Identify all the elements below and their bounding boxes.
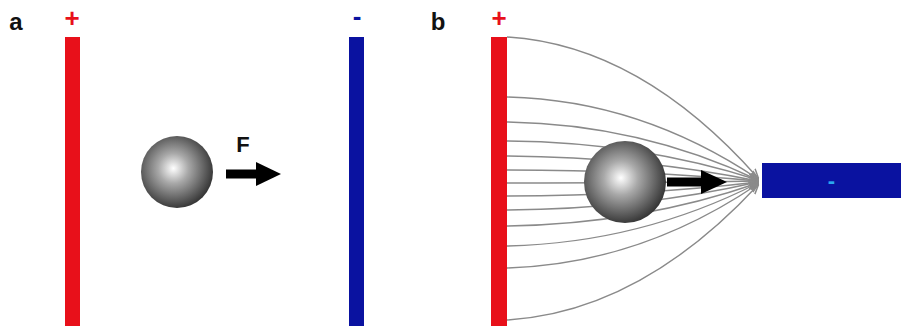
negative-electrode: - (762, 163, 901, 198)
panel-letter: b (431, 10, 446, 34)
charge-sign: + (491, 5, 506, 31)
force-label: F (236, 134, 249, 156)
force-arrow (226, 170, 260, 179)
positive-plate (65, 37, 80, 326)
charge-sign: - (828, 170, 835, 192)
force-arrowhead (701, 170, 727, 194)
charge-sign: - (353, 3, 362, 29)
panel-letter: a (9, 10, 22, 34)
positive-plate (491, 37, 507, 326)
force-arrowhead (256, 162, 281, 186)
sphere (584, 141, 666, 223)
sphere (141, 136, 213, 208)
force-arrow (667, 178, 705, 187)
negative-plate (349, 37, 364, 326)
charge-sign: + (64, 5, 79, 31)
field-lines (507, 37, 758, 320)
